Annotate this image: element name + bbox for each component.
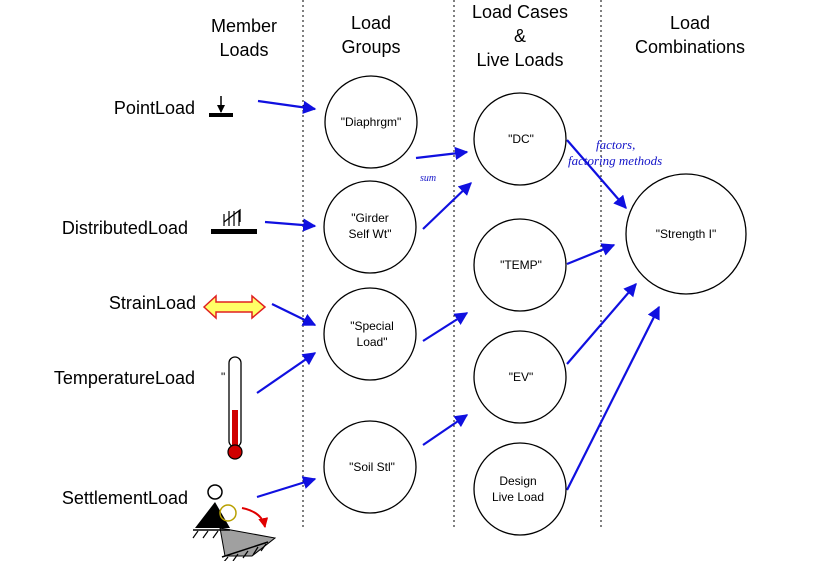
header-load-combinations: Load Combinations bbox=[635, 13, 745, 57]
arrow-ev-to-strength bbox=[566, 283, 637, 365]
header-load-groups-line1: Load bbox=[351, 13, 391, 33]
header-load-combinations-line2: Combinations bbox=[635, 37, 745, 57]
load-case-design-live-load: Design Live Load bbox=[473, 442, 567, 536]
load-group-girder-self-wt: "Girder Self Wt" bbox=[323, 180, 417, 274]
arrow-special-to-temp bbox=[422, 312, 469, 342]
load-case-ev-label: "EV" bbox=[509, 370, 534, 384]
header-load-cases-line3: Live Loads bbox=[476, 50, 563, 70]
arrow-soil-to-ev bbox=[422, 414, 469, 446]
header-load-combinations-line1: Load bbox=[670, 13, 710, 33]
load-case-temp-label: "TEMP" bbox=[500, 258, 542, 272]
member-label-strain-load: StrainLoad bbox=[109, 293, 196, 313]
member-label-point-load: PointLoad bbox=[114, 98, 195, 118]
header-load-groups-line2: Groups bbox=[341, 37, 400, 57]
load-group-soil-stl: "Soil Stl" bbox=[323, 420, 417, 514]
load-group-special-label-line2: Load" bbox=[357, 335, 388, 349]
header-load-cases-line2: & bbox=[514, 26, 526, 46]
load-group-diaphragm: "Diaphrgm" bbox=[324, 75, 418, 169]
header-member-loads-line2: Loads bbox=[219, 40, 268, 60]
load-case-ev: "EV" bbox=[473, 330, 567, 424]
load-case-live-label-line2: Live Load bbox=[492, 490, 544, 504]
arrow-distributed-to-girder bbox=[264, 218, 317, 232]
thermometer-tick-mark: " bbox=[221, 370, 225, 384]
arrow-girder-to-dc bbox=[422, 182, 472, 230]
arrow-temp-to-strength bbox=[566, 243, 616, 266]
load-combination-strength-i: "Strength I" bbox=[625, 173, 747, 295]
member-label-temperature-load: TemperatureLoad bbox=[54, 368, 195, 388]
header-member-loads: Member Loads bbox=[211, 16, 277, 60]
member-label-distributed-load: DistributedLoad bbox=[62, 218, 188, 238]
thermometer-icon bbox=[227, 356, 243, 460]
header-load-groups: Load Groups bbox=[341, 13, 400, 57]
factors-annotation-line1: factors, bbox=[596, 137, 635, 152]
load-combination-strength-label: "Strength I" bbox=[656, 227, 717, 241]
point-load-icon bbox=[209, 96, 233, 117]
load-group-girder-label-line2: Self Wt" bbox=[349, 227, 392, 241]
load-group-special-label-line1: "Special bbox=[350, 319, 394, 333]
header-load-cases: Load Cases & Live Loads bbox=[472, 2, 568, 70]
arrow-point-to-diaphragm bbox=[257, 99, 317, 114]
load-case-live-label-line1: Design bbox=[499, 474, 536, 488]
load-group-soil-label: "Soil Stl" bbox=[349, 460, 395, 474]
load-case-dc-label: "DC" bbox=[508, 132, 534, 146]
arrow-temperature-to-special bbox=[256, 352, 317, 394]
header-member-loads-line1: Member bbox=[211, 16, 277, 36]
load-case-dc: "DC" bbox=[473, 92, 567, 186]
arrow-live-to-strength bbox=[566, 305, 660, 491]
arrow-settlement-to-soil bbox=[256, 476, 317, 499]
arrow-dc-to-strength bbox=[566, 139, 627, 209]
load-group-girder-label-line1: "Girder bbox=[351, 211, 389, 225]
distributed-load-icon bbox=[211, 208, 257, 234]
factors-annotation-line2: factoring methods bbox=[568, 153, 662, 168]
load-group-diaphragm-label: "Diaphrgm" bbox=[341, 115, 402, 129]
arrow-strain-to-special bbox=[271, 303, 317, 326]
strain-load-icon bbox=[202, 294, 267, 320]
load-group-special-load: "Special Load" bbox=[323, 287, 417, 381]
arrow-diaphragm-to-dc bbox=[415, 146, 469, 160]
load-case-temp: "TEMP" bbox=[473, 218, 567, 312]
member-label-settlement-load: SettlementLoad bbox=[62, 488, 188, 508]
header-load-cases-line1: Load Cases bbox=[472, 2, 568, 22]
settlement-icon bbox=[192, 484, 277, 561]
sum-annotation: sum bbox=[420, 173, 436, 184]
